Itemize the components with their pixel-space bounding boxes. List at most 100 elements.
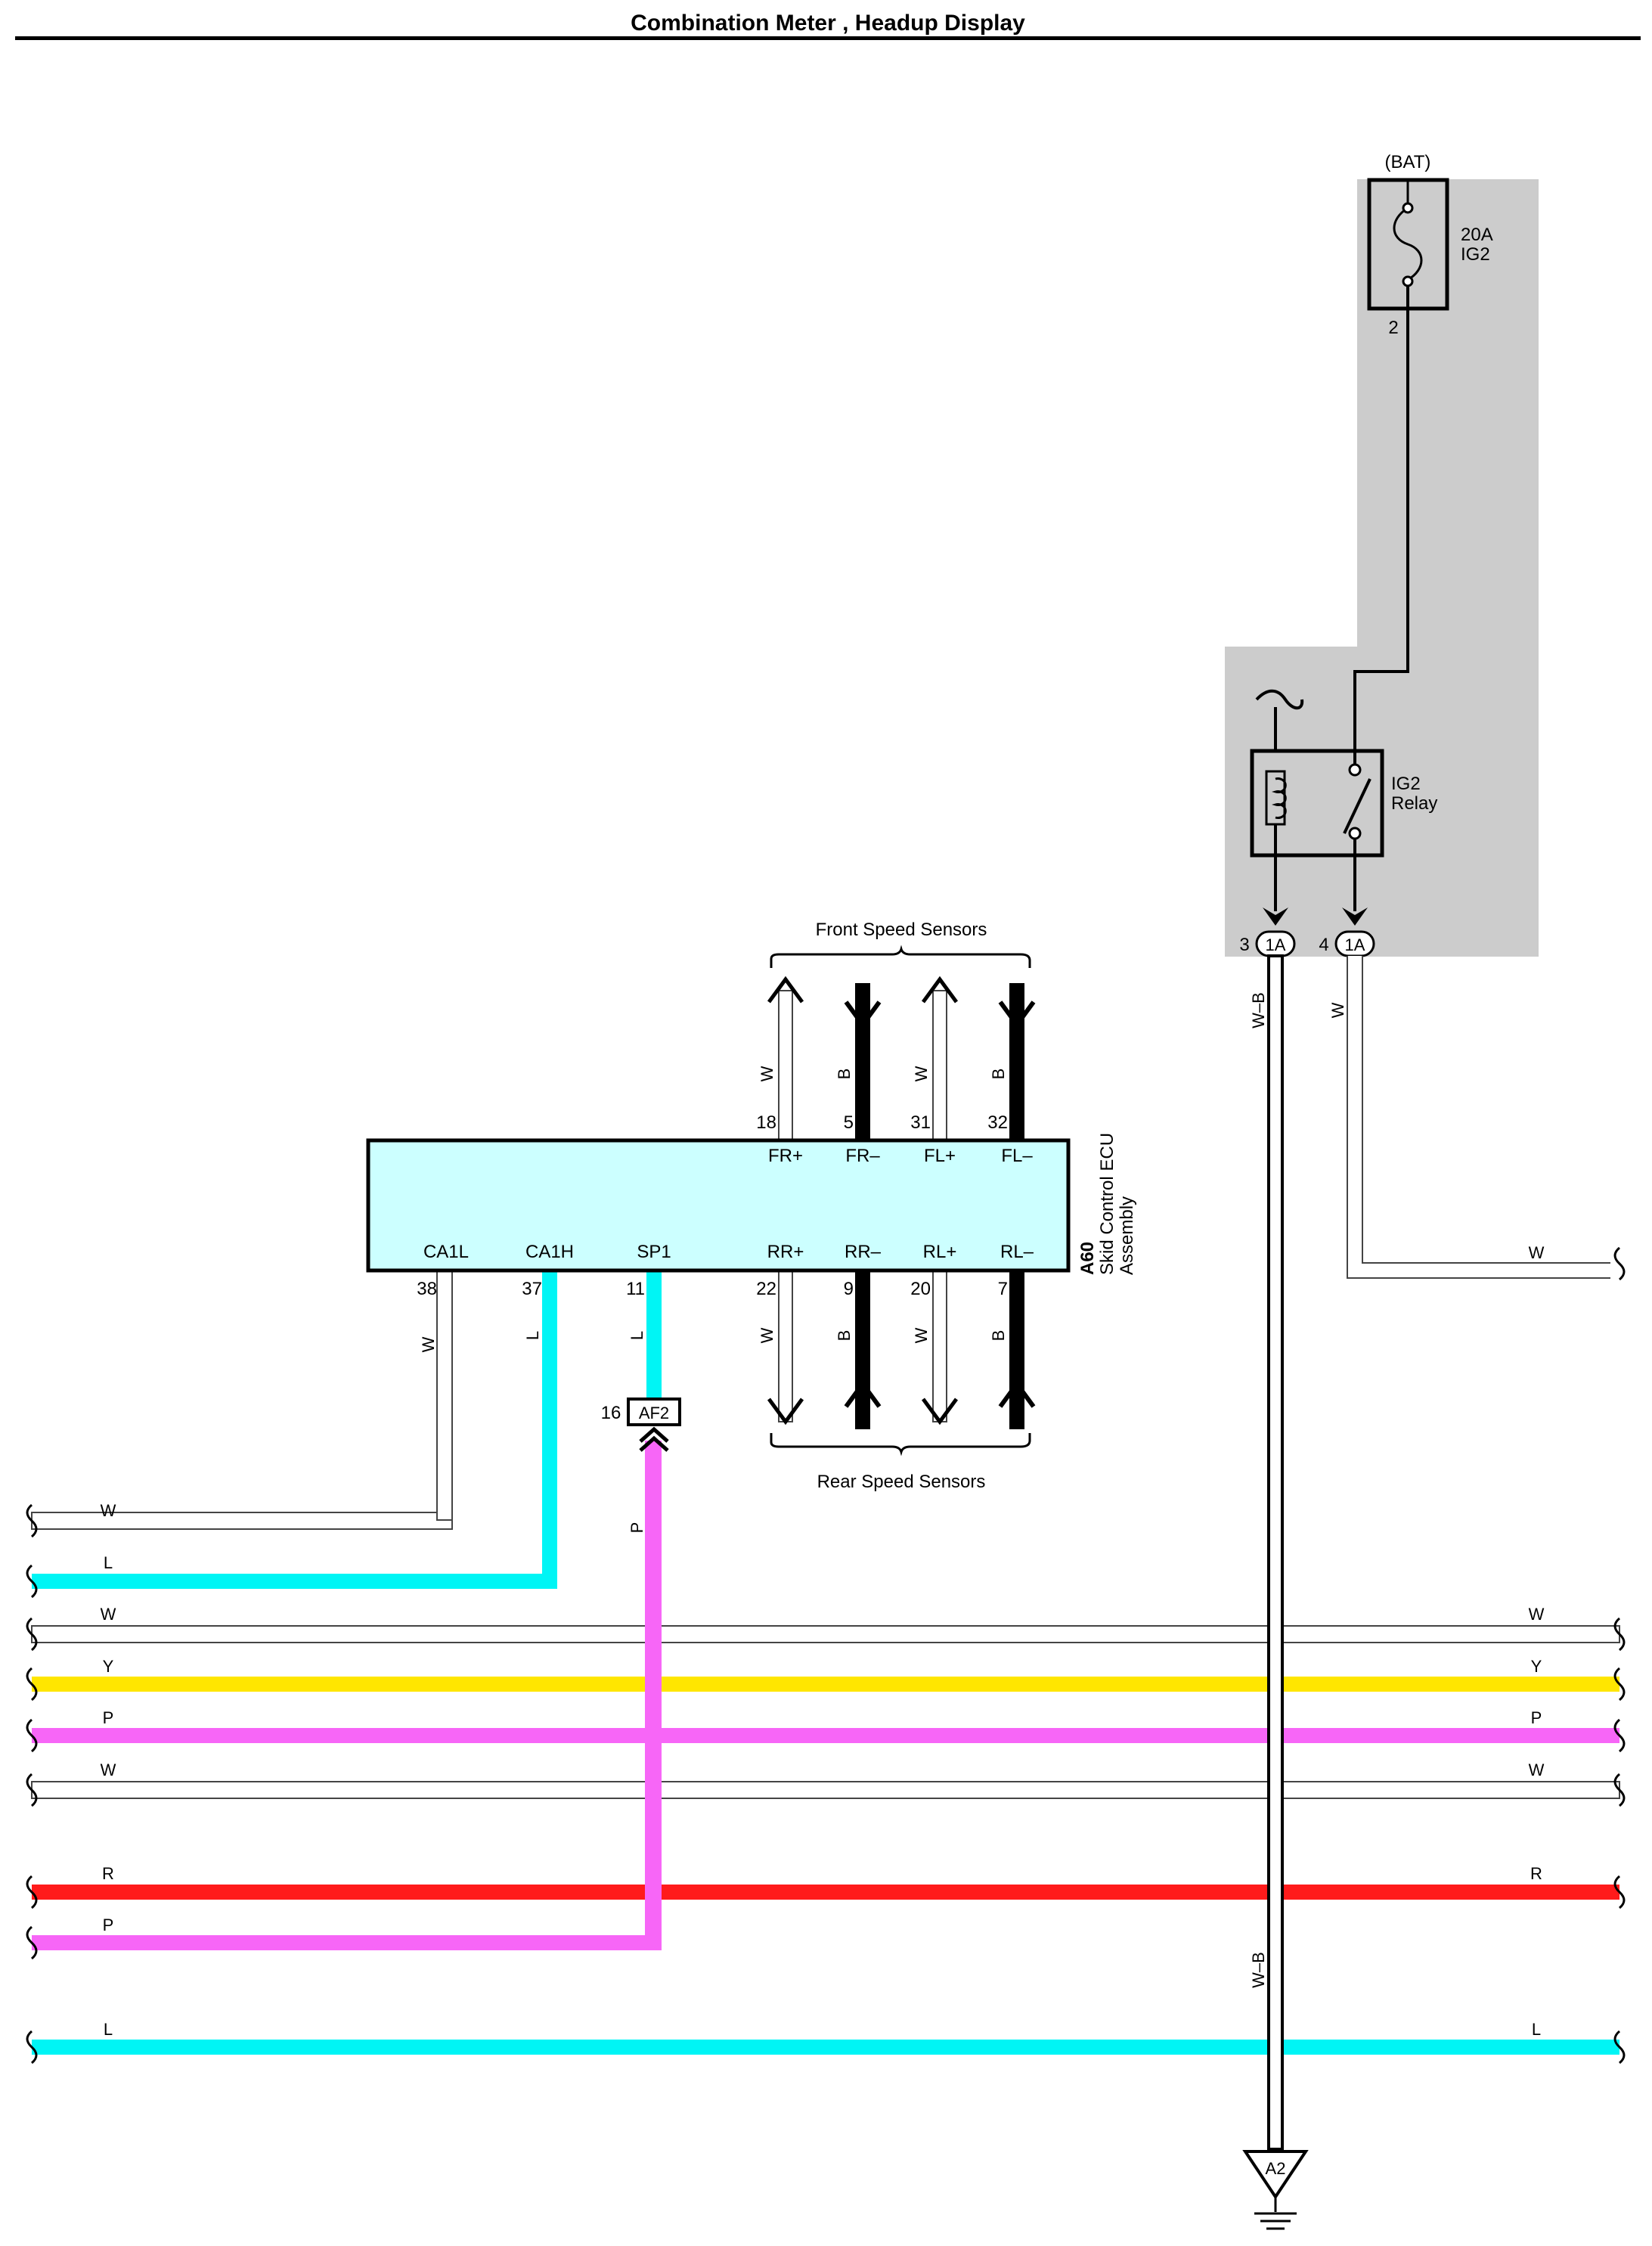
connector-3-name: 1A bbox=[1266, 935, 1286, 954]
relay-wave-icon bbox=[1255, 689, 1304, 710]
wire-p-row8-left bbox=[32, 1935, 659, 1950]
bat-label: (BAT) bbox=[1385, 152, 1431, 172]
right-break-marks bbox=[1613, 1246, 1626, 2065]
fuse-name-label: IG2 bbox=[1461, 244, 1490, 265]
relay-label-2: Relay bbox=[1391, 793, 1437, 814]
rl-plus-arrow-icon bbox=[921, 1398, 959, 1425]
terminal-ca1l-color: W bbox=[419, 1336, 438, 1352]
right-break-icon-5 bbox=[1613, 1875, 1626, 1909]
terminal-flp-pin: 31 bbox=[910, 1112, 931, 1133]
title-rule bbox=[15, 36, 1641, 40]
ecu-name-2: Assembly bbox=[1117, 1196, 1137, 1275]
wire-w-row6 bbox=[31, 1781, 1620, 1799]
relay-coil-icon bbox=[1271, 777, 1287, 819]
terminal-rlm-pin: 7 bbox=[998, 1279, 1008, 1299]
connector-4-pin: 4 bbox=[1319, 935, 1328, 955]
terminal-ca1l-pin: 38 bbox=[417, 1279, 437, 1299]
terminal-flp-color: W bbox=[912, 1066, 931, 1081]
fuse-top-node bbox=[1402, 202, 1414, 214]
right-wire-label-5: R bbox=[1530, 1864, 1542, 1883]
fl-plus-arrow-icon bbox=[921, 976, 959, 1004]
junction-arrow-icon-2 bbox=[639, 1435, 669, 1452]
fl-minus-arrow-icon bbox=[998, 1000, 1036, 1029]
left-break-marks bbox=[26, 1503, 38, 2065]
ecu-box bbox=[366, 1138, 1071, 1273]
left-wire-label-8: P bbox=[103, 1916, 114, 1934]
wire-rr-plus bbox=[778, 1270, 793, 1422]
junction-af2-name: AF2 bbox=[639, 1404, 669, 1422]
terminal-sp1-name: SP1 bbox=[637, 1242, 671, 1262]
left-wire-label-3: W bbox=[101, 1605, 116, 1624]
wire-fl-minus bbox=[1009, 983, 1024, 1142]
wire-r-row7 bbox=[32, 1885, 1619, 1900]
ground-a2-triangle bbox=[1242, 2150, 1309, 2200]
rear-sensor-wires bbox=[767, 1270, 1036, 1429]
terminal-flp-name: FL+ bbox=[924, 1146, 956, 1166]
left-wire-label-6: W bbox=[101, 1761, 116, 1779]
fuse-pin-label: 2 bbox=[1388, 318, 1398, 338]
terminal-ca1h-name: CA1H bbox=[525, 1242, 574, 1262]
wire-w-relay-out-core bbox=[1348, 956, 1610, 1277]
left-wire-label-2: L bbox=[104, 1553, 113, 1572]
left-break-icon-6 bbox=[26, 1773, 38, 1807]
front-sensors-brace-icon bbox=[770, 945, 1031, 968]
ecu-front-terminals: FR+ FR– FL+ FL– 18 5 31 32 W B W B bbox=[756, 1066, 1033, 1166]
terminal-rrp-color: W bbox=[758, 1327, 776, 1343]
left-break-icon-1 bbox=[26, 1503, 38, 1538]
wire-w-row3 bbox=[31, 1625, 1620, 1643]
relay-contact-bottom bbox=[1348, 827, 1362, 840]
left-break-icon-3 bbox=[26, 1617, 38, 1652]
relay-label-1: IG2 bbox=[1391, 774, 1421, 794]
terminal-rrm-pin: 9 bbox=[844, 1279, 854, 1299]
left-wire-labels: W L W Y P W R P L bbox=[101, 1501, 116, 2039]
terminal-rrp-name: RR+ bbox=[767, 1242, 804, 1262]
right-wire-label-1: W bbox=[1529, 1605, 1545, 1624]
terminal-rrm-name: RR– bbox=[845, 1242, 882, 1262]
right-break-icon-2 bbox=[1613, 1667, 1626, 1702]
terminal-rlm-color: B bbox=[989, 1330, 1008, 1342]
terminal-sp1-color: L bbox=[628, 1331, 646, 1340]
relay-switch-arm bbox=[1343, 778, 1372, 834]
left-wire-label-1: W bbox=[101, 1501, 116, 1520]
connector-3-arrow-icon bbox=[1263, 907, 1288, 926]
left-wire-label-4: Y bbox=[103, 1657, 114, 1676]
terminal-ca1h-pin: 37 bbox=[522, 1279, 542, 1299]
terminal-rlp-color: W bbox=[912, 1327, 931, 1343]
engine-room-junction-block-shade bbox=[1225, 179, 1539, 957]
terminal-flm-name: FL– bbox=[1001, 1146, 1033, 1166]
junction-af2-box bbox=[627, 1398, 681, 1426]
terminal-rrp-pin: 22 bbox=[756, 1279, 776, 1299]
front-sensor-wires bbox=[767, 976, 1036, 1143]
terminal-flm-color: B bbox=[989, 1069, 1008, 1080]
left-break-icon-8 bbox=[26, 1925, 38, 1960]
terminal-frm-color: B bbox=[835, 1069, 854, 1080]
connector-4-arrow-icon bbox=[1342, 907, 1368, 926]
wire-rl-minus bbox=[1009, 1270, 1024, 1429]
terminal-rlp-name: RL+ bbox=[923, 1242, 957, 1262]
wire-p-row5 bbox=[32, 1728, 1619, 1743]
wire-ca1h bbox=[542, 1270, 557, 1589]
wire-fr-minus bbox=[855, 983, 870, 1142]
wire-w-relay-out bbox=[1347, 956, 1610, 1279]
terminal-ca1l-name: CA1L bbox=[423, 1242, 469, 1262]
rr-plus-arrow-icon bbox=[767, 1398, 804, 1425]
junction-arrow-icon-1 bbox=[639, 1426, 669, 1443]
terminal-frp-pin: 18 bbox=[756, 1112, 776, 1133]
ecu-bottom-terminals: CA1L CA1H SP1 38 37 11 W L L bbox=[417, 1242, 671, 1352]
fr-minus-arrow-icon bbox=[844, 1000, 882, 1029]
right-wire-labels: W Y P W R L bbox=[1529, 1605, 1545, 2039]
fuse-amp-label: 20A bbox=[1461, 225, 1493, 245]
rear-sensors-brace-icon bbox=[770, 1433, 1031, 1456]
wire-y-row4 bbox=[32, 1677, 1619, 1692]
ecu-code: A60 bbox=[1077, 1242, 1098, 1275]
w-relay-color: W bbox=[1328, 1002, 1347, 1018]
fuse-to-relay-wire bbox=[1353, 286, 1409, 770]
wire-ca1l bbox=[436, 1270, 453, 1521]
ecu-name-1: Skid Control ECU bbox=[1097, 1133, 1117, 1275]
right-break-icon-3 bbox=[1613, 1718, 1626, 1753]
left-wire-label-9: L bbox=[104, 2020, 113, 2039]
rr-minus-arrow-icon bbox=[844, 1379, 882, 1408]
ground-a2-name: A2 bbox=[1266, 2159, 1286, 2178]
terminal-frm-pin: 5 bbox=[844, 1112, 854, 1133]
relay-contact-top bbox=[1348, 763, 1362, 777]
